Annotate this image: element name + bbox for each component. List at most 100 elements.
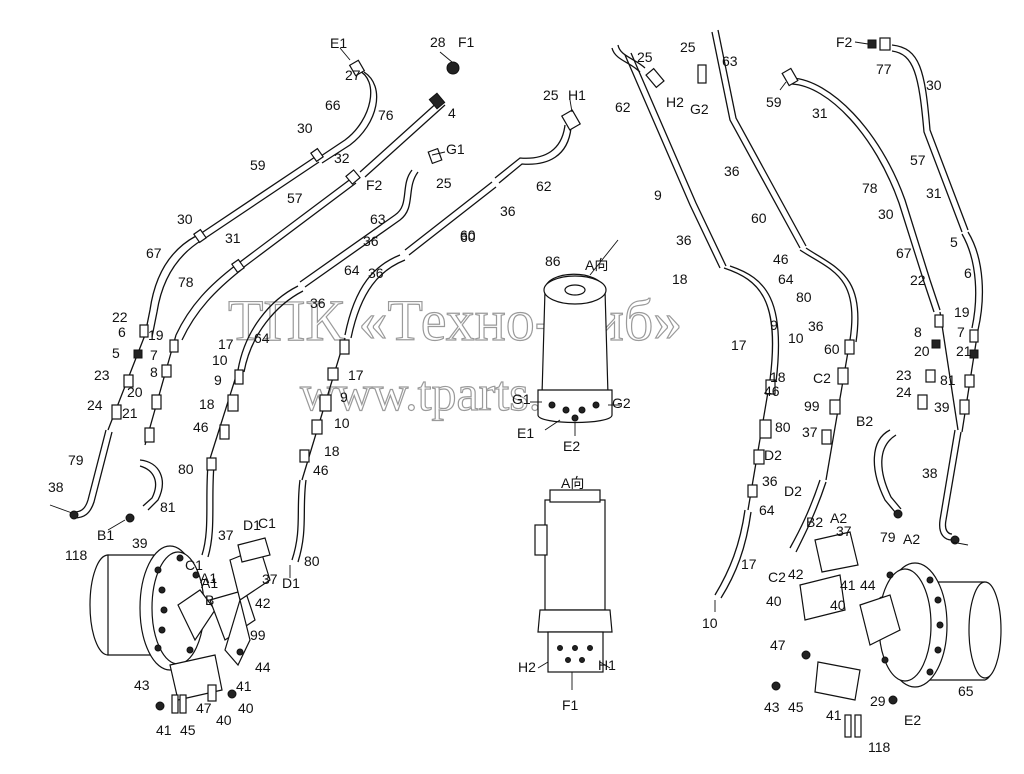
part-label: 118	[868, 739, 891, 755]
part-label: 30	[177, 211, 193, 227]
hose-57	[239, 177, 353, 263]
part-label: F1	[562, 697, 579, 713]
part-label: G1	[512, 391, 531, 407]
part-label: 99	[250, 627, 266, 643]
part-label: 36	[363, 233, 379, 249]
part-label: A1	[200, 570, 217, 586]
part-label: 60	[460, 227, 476, 243]
hose-63	[299, 169, 413, 283]
center-swivel-side-view	[534, 489, 613, 690]
hose-60-left	[404, 181, 493, 251]
part-label: 38	[48, 479, 64, 495]
part-label: 67	[146, 245, 162, 261]
part-label: 81	[160, 499, 176, 515]
hose-64-left	[237, 285, 299, 371]
hose-79	[73, 429, 107, 513]
hose-77	[791, 77, 931, 281]
part-label: 31	[812, 105, 828, 121]
part-label: 37	[836, 523, 852, 539]
part-label: 19	[954, 304, 970, 320]
hose-78-right	[929, 279, 941, 311]
part-label: G2	[690, 101, 709, 117]
hose-81	[139, 459, 163, 511]
part-label: 17	[218, 336, 234, 352]
part-label: 40	[238, 700, 254, 716]
part-label: 80	[796, 289, 812, 305]
hose-63-right	[711, 31, 801, 249]
part-label: 46	[193, 419, 209, 435]
part-label: C2	[813, 370, 831, 386]
hose-65	[891, 44, 969, 231]
part-label: 40	[830, 597, 846, 613]
part-label: 57	[910, 152, 926, 168]
part-label: 47	[196, 700, 212, 716]
part-label: 6	[964, 265, 972, 281]
part-label: C1	[258, 515, 276, 531]
part-label: D1	[282, 575, 300, 591]
part-label: F2	[366, 177, 383, 193]
part-label: 36	[368, 265, 384, 281]
part-label: 42	[255, 595, 271, 611]
part-label: 37	[262, 571, 278, 587]
watermark-url: www.tparts.ru	[300, 365, 583, 421]
part-label: 41	[826, 707, 842, 723]
part-label: 42	[788, 566, 804, 582]
part-label: 80	[775, 419, 791, 435]
hose-78	[175, 264, 237, 336]
part-label: 76	[378, 107, 394, 123]
part-label: E2	[563, 438, 580, 454]
part-label: 9	[654, 187, 662, 203]
part-label: 17	[731, 337, 747, 353]
hose-62-left	[494, 124, 566, 179]
part-label: 64	[344, 262, 360, 278]
part-label: 37	[802, 424, 818, 440]
part-label: 30	[878, 206, 894, 222]
part-label: B2	[856, 413, 873, 429]
part-label: 30	[297, 120, 313, 136]
part-label: 118	[65, 547, 88, 563]
left-hoses	[73, 69, 572, 563]
part-label: A2	[903, 531, 920, 547]
part-label: 81	[940, 372, 956, 388]
part-label: 18	[770, 369, 786, 385]
part-label: 20	[127, 384, 143, 400]
part-label: 22	[112, 309, 128, 325]
part-label: 99	[804, 398, 820, 414]
part-label: 45	[180, 722, 196, 738]
part-label: 46	[773, 251, 789, 267]
part-label: 39	[132, 535, 148, 551]
part-label: 59	[250, 157, 266, 173]
hose-59	[199, 156, 316, 235]
part-label: A向	[561, 475, 584, 491]
part-label: E1	[330, 35, 347, 51]
hose-67	[144, 235, 197, 336]
part-label: 86	[545, 253, 561, 269]
part-label: 18	[324, 443, 340, 459]
center-swivel-joint	[537, 239, 619, 424]
part-label: F2	[836, 34, 853, 50]
hose-80-left	[201, 464, 209, 556]
part-label: 31	[225, 230, 241, 246]
part-label: 21	[122, 405, 138, 421]
part-label: A2	[830, 510, 847, 526]
hose-76	[359, 99, 441, 173]
part-label: 78	[178, 274, 194, 290]
part-label: 6	[118, 324, 126, 340]
hose-79-right	[939, 429, 956, 541]
part-label: 62	[615, 99, 631, 115]
part-label: 79	[880, 529, 896, 545]
hose-67-right	[967, 231, 984, 331]
part-label: 63	[722, 53, 738, 69]
part-label: C2	[768, 569, 786, 585]
right-fittings	[645, 37, 979, 545]
part-label: 23	[896, 367, 912, 383]
part-label: 77	[876, 61, 892, 77]
part-label: B	[205, 592, 214, 608]
part-label: 20	[914, 343, 930, 359]
hose-80-right	[789, 479, 821, 549]
part-label: 46	[764, 383, 780, 399]
right-travel-motor	[771, 531, 1002, 738]
left-fittings	[69, 59, 582, 523]
part-label: 18	[672, 271, 688, 287]
part-label: 36	[500, 203, 516, 219]
